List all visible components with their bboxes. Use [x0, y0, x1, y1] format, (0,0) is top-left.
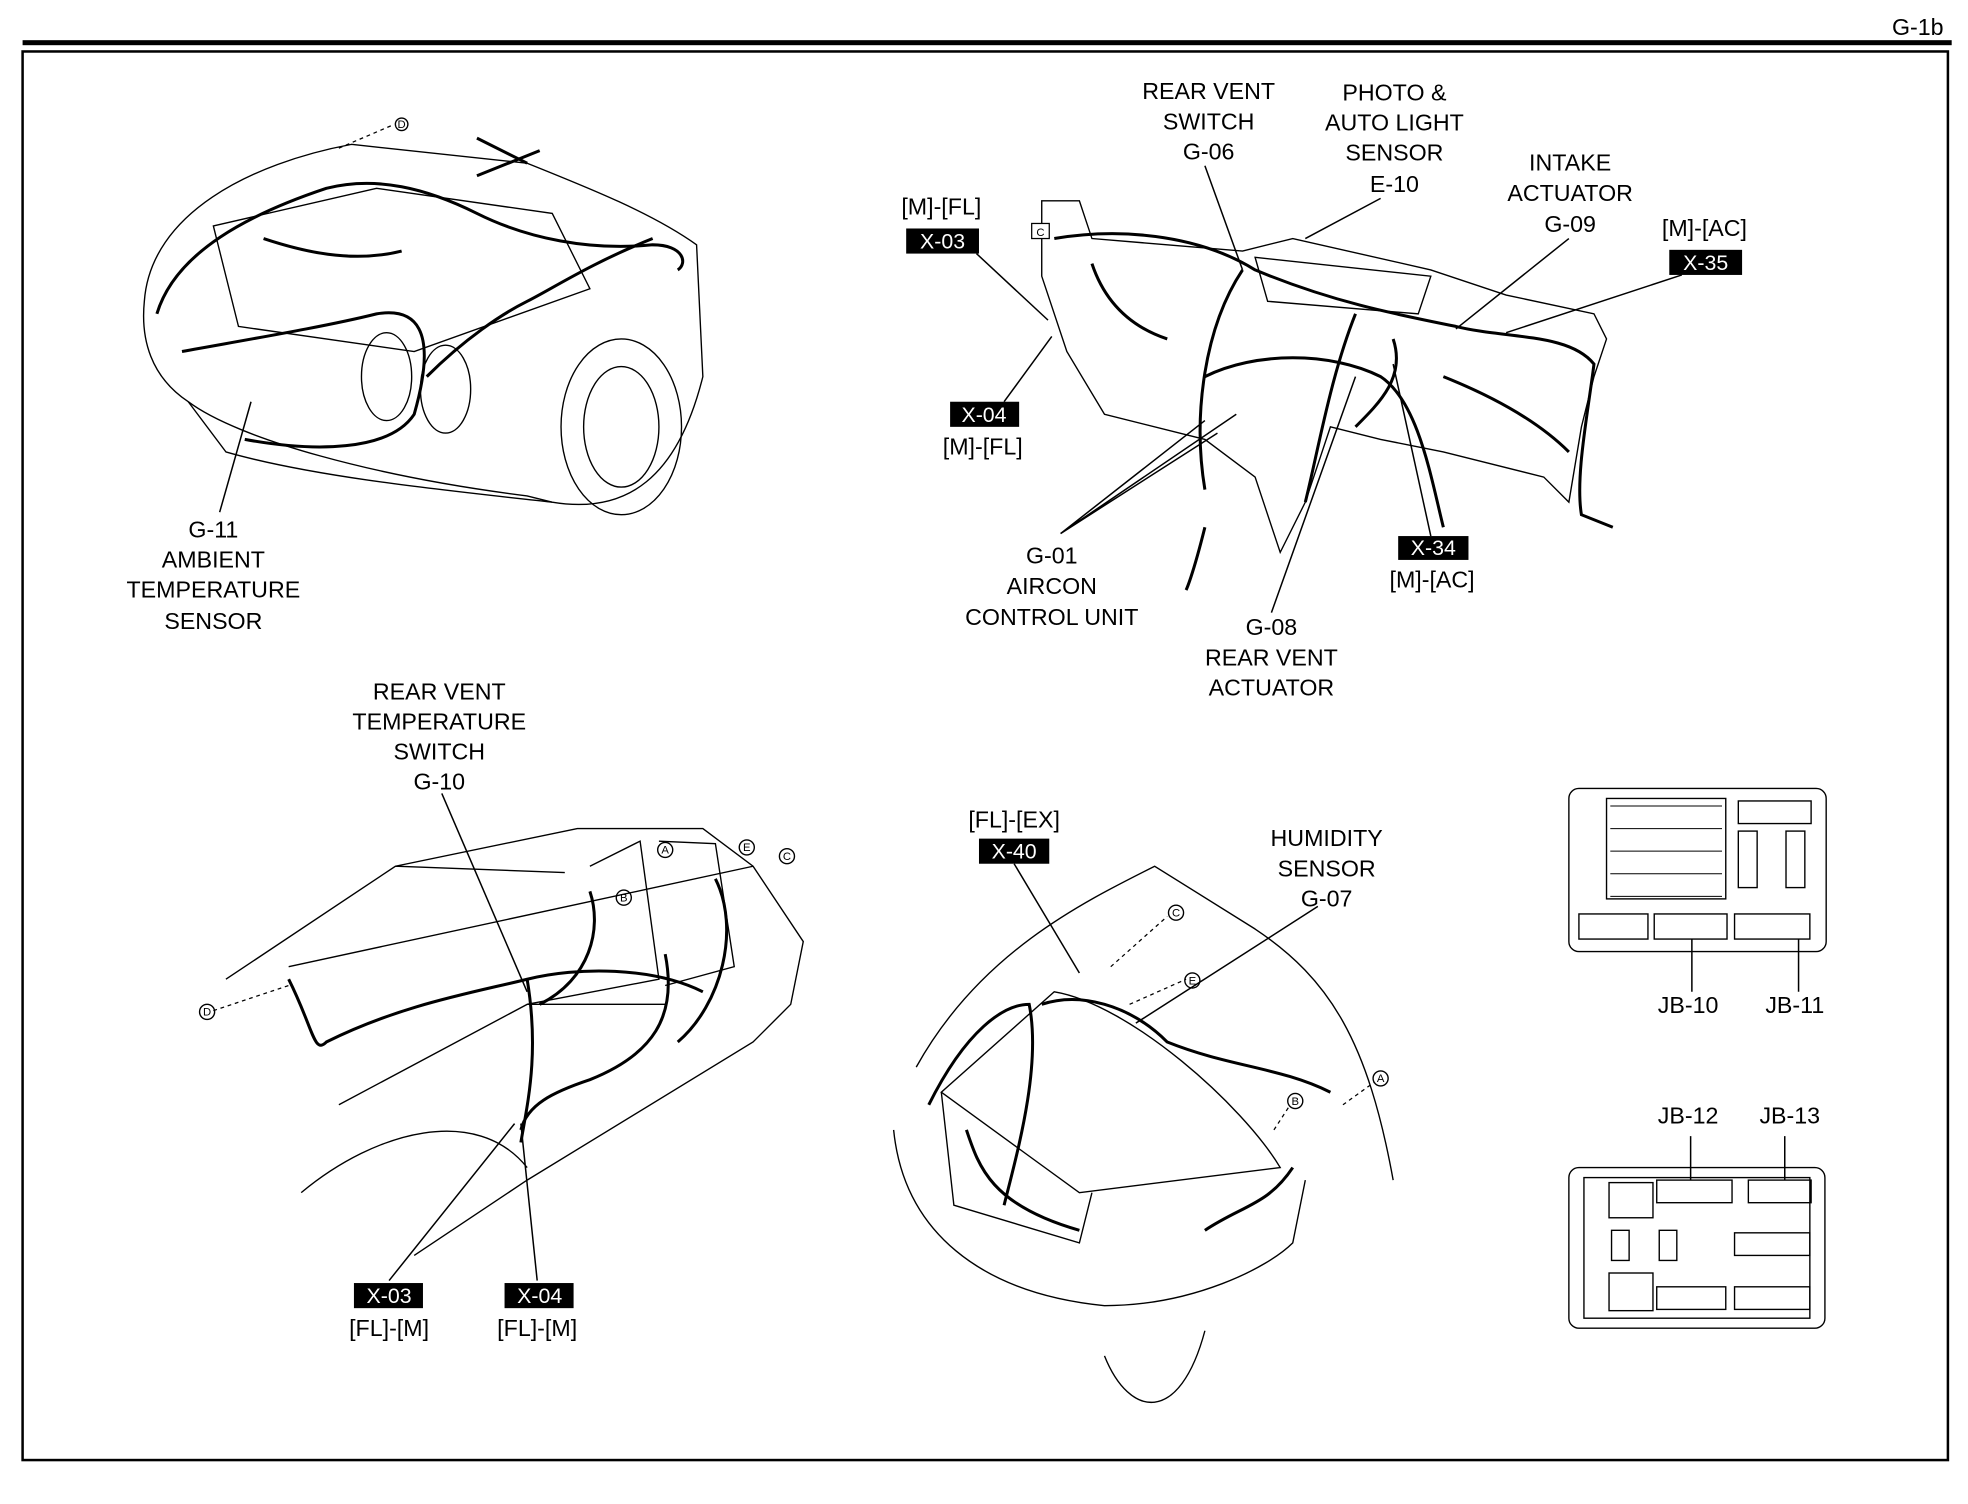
marker-e-rear: E	[1189, 975, 1197, 987]
svg-text:X-34: X-34	[1411, 536, 1456, 560]
svg-text:G-06: G-06	[1183, 138, 1235, 164]
jb12-label: JB-12	[1658, 1103, 1719, 1129]
header-rule	[22, 40, 1952, 46]
svg-text:G-01: G-01	[1026, 543, 1078, 569]
svg-text:ACTUATOR: ACTUATOR	[1209, 675, 1335, 701]
marker-e-side: E	[743, 842, 751, 854]
marker-a-rear: A	[1377, 1073, 1385, 1085]
marker-d-side: D	[203, 1007, 211, 1019]
marker-a-side: A	[661, 845, 669, 857]
svg-text:ACTUATOR: ACTUATOR	[1507, 180, 1633, 206]
junction-box-lower: JB-12 JB-13	[1568, 1103, 1826, 1329]
front-engine-illustration: D	[142, 117, 704, 516]
humidity-sensor-label: HUMIDITY SENSOR G-07	[1271, 825, 1383, 911]
svg-text:PHOTO &: PHOTO &	[1342, 79, 1447, 105]
side-body-illustration: D A B E C	[198, 793, 804, 1282]
connector-x04-dash-callout: X-04 [M]-[FL]	[943, 401, 1023, 459]
connector-x35-callout: [M]-[AC] X-35	[1662, 215, 1747, 275]
svg-text:G-09: G-09	[1544, 211, 1596, 237]
svg-text:SWITCH: SWITCH	[394, 739, 486, 765]
marker-b-side: B	[620, 892, 628, 904]
marker-c-dash: C	[1036, 227, 1044, 239]
svg-text:TEMPERATURE: TEMPERATURE	[352, 708, 526, 734]
svg-text:X-40: X-40	[992, 840, 1037, 864]
page-id: G-1b	[1892, 14, 1944, 40]
svg-text:X-35: X-35	[1683, 251, 1728, 275]
svg-text:TEMPERATURE: TEMPERATURE	[127, 577, 301, 603]
rear-vent-switch-label: REAR VENT SWITCH G-06	[1142, 78, 1275, 164]
svg-text:G-11: G-11	[188, 516, 238, 542]
connector-x40-callout: [FL]-[EX] X-40	[968, 806, 1060, 864]
svg-text:[M]-[AC]: [M]-[AC]	[1390, 567, 1475, 593]
jb10-label: JB-10	[1658, 992, 1719, 1018]
rear-trunk-illustration: C E A B	[892, 863, 1394, 1404]
intake-actuator-label: INTAKE ACTUATOR G-09	[1507, 150, 1633, 238]
svg-text:AUTO LIGHT: AUTO LIGHT	[1325, 110, 1464, 136]
dashboard-illustration: C	[975, 165, 1683, 613]
jb11-label: JB-11	[1765, 992, 1824, 1018]
connector-x03-side-callout: X-03 [FL]-[M]	[349, 1283, 429, 1341]
svg-text:REAR VENT: REAR VENT	[1205, 644, 1338, 670]
svg-text:X-04: X-04	[961, 403, 1006, 427]
svg-text:SENSOR: SENSOR	[1345, 140, 1443, 166]
svg-text:[FL]-[M]: [FL]-[M]	[349, 1315, 429, 1341]
svg-text:G-10: G-10	[413, 769, 465, 795]
svg-text:[FL]-[M]: [FL]-[M]	[497, 1315, 577, 1341]
svg-text:[FL]-[EX]: [FL]-[EX]	[968, 806, 1060, 832]
svg-text:E-10: E-10	[1370, 171, 1419, 197]
svg-text:[M]-[AC]: [M]-[AC]	[1662, 215, 1747, 241]
svg-text:AIRCON: AIRCON	[1007, 573, 1097, 599]
svg-text:SWITCH: SWITCH	[1163, 108, 1255, 134]
svg-text:REAR VENT: REAR VENT	[1142, 78, 1275, 104]
svg-text:G-07: G-07	[1301, 885, 1353, 911]
svg-text:SENSOR: SENSOR	[164, 608, 262, 634]
junction-box-upper: JB-10 JB-11	[1568, 787, 1827, 1018]
svg-text:INTAKE: INTAKE	[1529, 150, 1611, 176]
marker-c-rear: C	[1172, 907, 1180, 919]
rear-vent-actuator-label: G-08 REAR VENT ACTUATOR	[1205, 614, 1338, 700]
connector-x03-dash-callout: [M]-[FL] X-03	[901, 194, 981, 254]
svg-text:X-03: X-03	[367, 1284, 412, 1308]
marker-d: D	[398, 119, 406, 131]
svg-text:X-03: X-03	[920, 230, 965, 254]
ambient-temperature-sensor-label: G-11 AMBIENT TEMPERATURE SENSOR	[127, 516, 301, 634]
marker-b-rear: B	[1292, 1096, 1300, 1108]
svg-text:CONTROL UNIT: CONTROL UNIT	[965, 604, 1138, 630]
svg-text:AMBIENT: AMBIENT	[162, 546, 265, 572]
svg-text:HUMIDITY: HUMIDITY	[1271, 825, 1383, 851]
svg-text:[M]-[FL]: [M]-[FL]	[901, 194, 981, 220]
svg-text:SENSOR: SENSOR	[1278, 855, 1376, 881]
svg-text:REAR VENT: REAR VENT	[373, 678, 506, 704]
svg-text:X-04: X-04	[517, 1284, 562, 1308]
aircon-control-unit-label: G-01 AIRCON CONTROL UNIT	[965, 543, 1138, 631]
connector-x34-callout: X-34 [M]-[AC]	[1390, 536, 1475, 593]
svg-text:G-08: G-08	[1246, 614, 1298, 640]
photo-auto-light-sensor-label: PHOTO & AUTO LIGHT SENSOR E-10	[1325, 79, 1464, 197]
svg-text:[M]-[FL]: [M]-[FL]	[943, 433, 1023, 459]
marker-c-side: C	[783, 851, 791, 863]
jb13-label: JB-13	[1759, 1103, 1820, 1129]
rear-vent-temperature-switch-label: REAR VENT TEMPERATURE SWITCH G-10	[352, 678, 526, 794]
frame-border	[21, 50, 1950, 1462]
connector-x04-side-callout: X-04 [FL]-[M]	[497, 1283, 577, 1341]
